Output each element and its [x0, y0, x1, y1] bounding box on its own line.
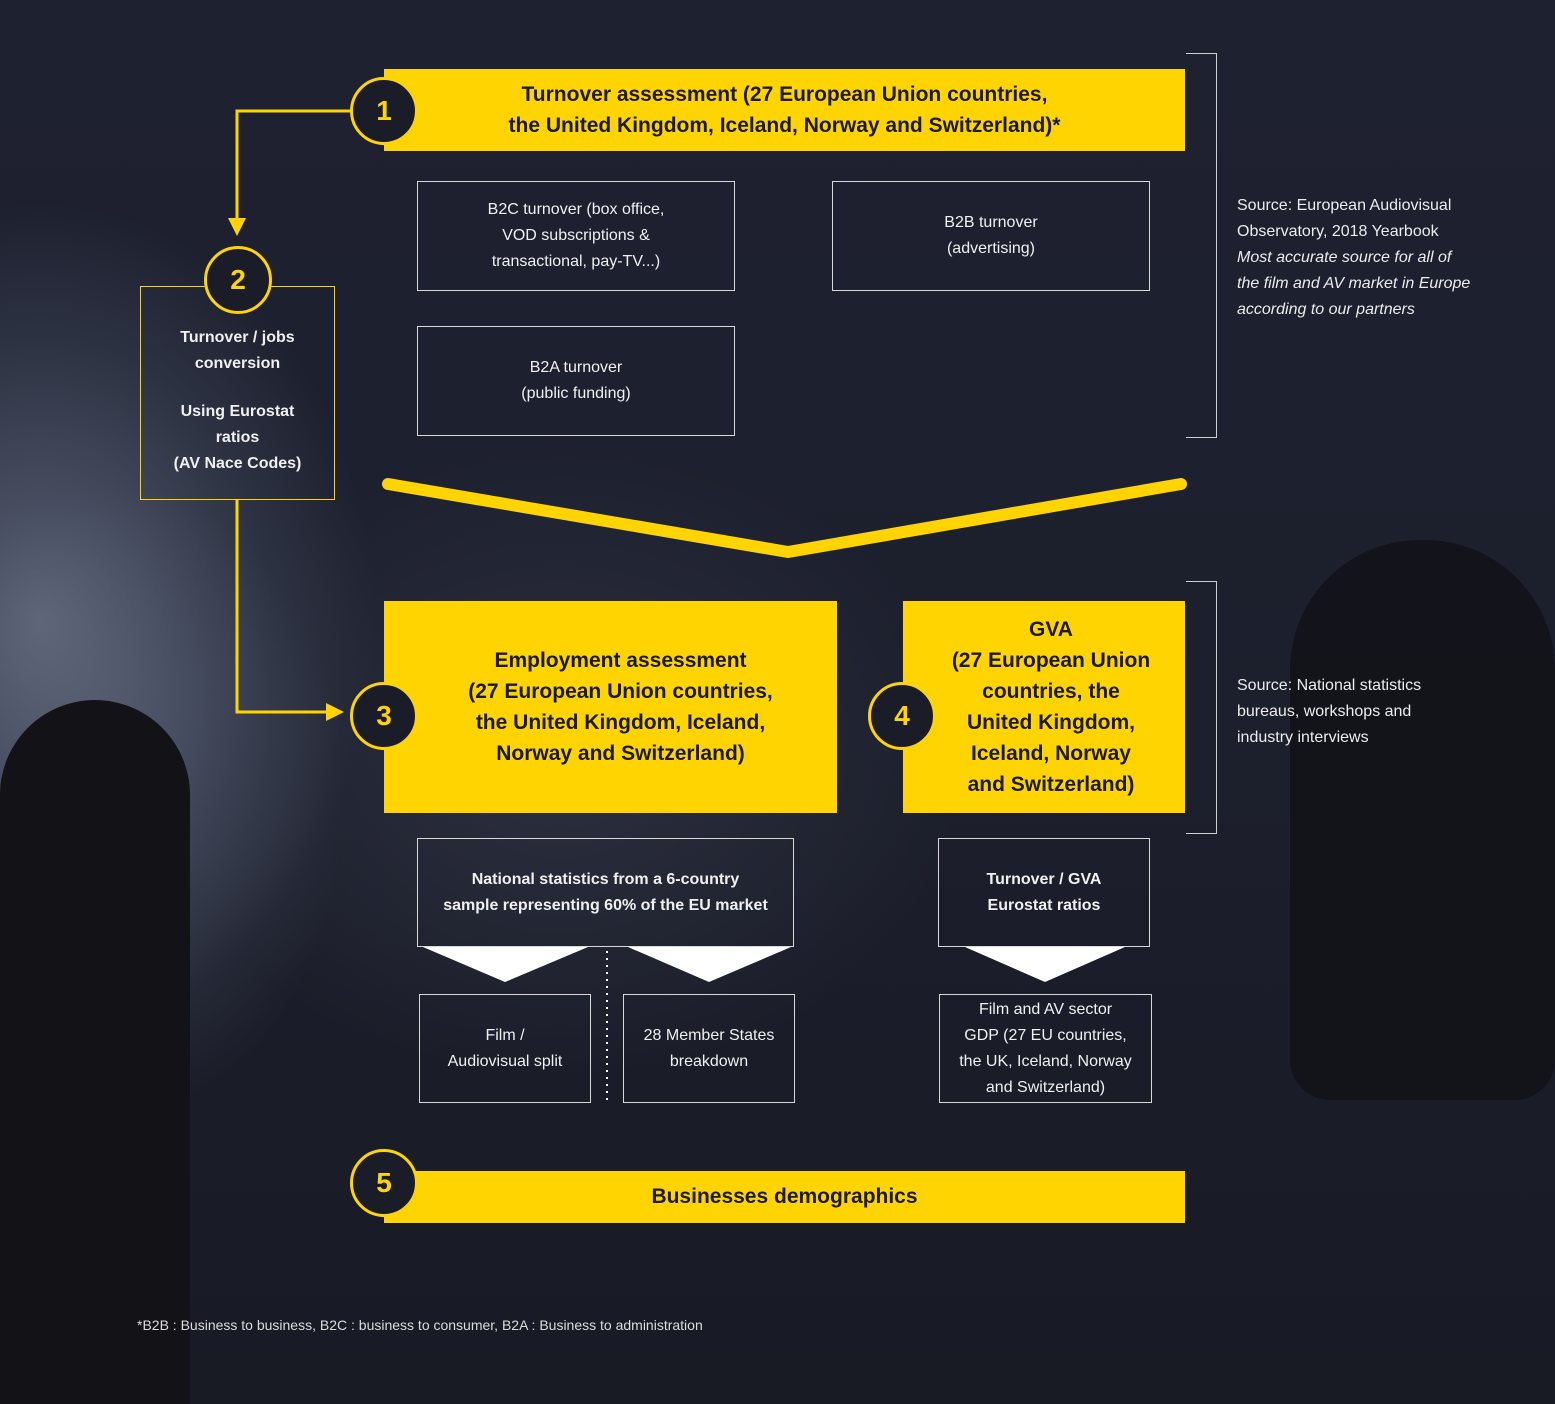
member-states-breakdown-box: 28 Member States breakdown: [623, 994, 795, 1103]
businesses-demographics-label: Businesses demographics: [651, 1185, 918, 1208]
conversion-label: Turnover / jobs conversion: [180, 329, 295, 372]
top-source-text: Source: European Audiovisual Observatory…: [1237, 197, 1452, 240]
gva-box: GVA (27 European Union countries, the Un…: [903, 601, 1185, 813]
step-1-number: 1: [376, 95, 392, 126]
person-silhouette-right: [1290, 540, 1555, 1100]
step-4-number: 4: [894, 700, 910, 731]
footnote: *B2B : Business to business, B2C : busin…: [137, 1317, 703, 1333]
turnover-assessment-bar: Turnover assessment (27 European Union c…: [384, 69, 1185, 151]
bottom-source-note: Source: National statistics bureaus, wor…: [1237, 677, 1422, 746]
employment-assessment-box: Employment assessment (27 European Union…: [384, 601, 837, 813]
step-5-badge: 5: [350, 1149, 418, 1217]
step-1-badge: 1: [350, 77, 418, 145]
b2a-turnover-box: B2A turnover (public funding): [417, 326, 735, 436]
top-source-bracket: [1186, 53, 1217, 438]
b2c-turnover-box: B2C turnover (box office, VOD subscripti…: [417, 181, 735, 291]
top-source-note: Source: European Audiovisual Observatory…: [1237, 193, 1537, 323]
step-3-badge: 3: [350, 682, 418, 750]
step-2-number: 2: [230, 264, 246, 295]
person-silhouette-left: [0, 700, 190, 1404]
step-3-number: 3: [376, 700, 392, 731]
top-source-italic: Most accurate source for all of the film…: [1237, 249, 1471, 318]
national-statistics-box: National statistics from a 6-country sam…: [417, 838, 794, 947]
turnover-gva-ratios-box: Turnover / GVA Eurostat ratios: [938, 838, 1150, 947]
eurostat-ratios-label: Using Eurostat ratios (AV Nace Codes): [173, 403, 302, 472]
film-av-gdp-box: Film and AV sector GDP (27 EU countries,…: [939, 994, 1152, 1103]
b2b-turnover-box: B2B turnover (advertising): [832, 181, 1150, 291]
step-2-badge: 2: [204, 246, 272, 314]
film-audiovisual-split-box: Film / Audiovisual split: [419, 994, 591, 1103]
step-5-number: 5: [376, 1167, 392, 1198]
bottom-source-bracket: [1186, 581, 1217, 834]
businesses-demographics-bar: Businesses demographics: [384, 1171, 1185, 1223]
step-4-badge: 4: [868, 682, 936, 750]
turnover-jobs-conversion-box: Turnover / jobs conversion Using Eurosta…: [140, 286, 335, 500]
